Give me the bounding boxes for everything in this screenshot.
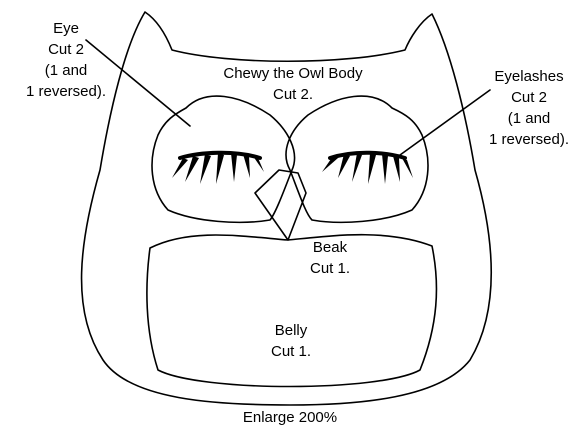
- belly-shape: [147, 235, 437, 387]
- belly-label-line-2: Cut 1.: [256, 341, 326, 362]
- eyelashes-label-line-4: 1 reversed).: [475, 129, 583, 150]
- enlarge-note: Enlarge 200%: [200, 407, 380, 428]
- eyelashes-label-line-3: (1 and: [475, 108, 583, 129]
- belly-label-line-1: Belly: [256, 320, 326, 341]
- eye-label-line-1: Eye: [16, 18, 116, 39]
- eyelashes-label-line-2: Cut 2: [475, 87, 583, 108]
- body-label: Chewy the Owl Body Cut 2.: [188, 63, 398, 105]
- eye-label: Eye Cut 2 (1 and 1 reversed).: [16, 18, 116, 102]
- left-eye-shape: [152, 96, 295, 222]
- beak-shape: [255, 170, 306, 240]
- beak-label-line-2: Cut 1.: [300, 258, 360, 279]
- belly-label: Belly Cut 1.: [256, 320, 326, 362]
- eyelashes-label: Eyelashes Cut 2 (1 and 1 reversed).: [475, 66, 583, 150]
- beak-label: Beak Cut 1.: [300, 237, 360, 279]
- beak-label-line-1: Beak: [300, 237, 360, 258]
- eye-label-line-3: (1 and: [16, 60, 116, 81]
- body-label-line-1: Chewy the Owl Body: [188, 63, 398, 84]
- eye-label-line-4: 1 reversed).: [16, 81, 116, 102]
- eye-label-line-2: Cut 2: [16, 39, 116, 60]
- body-label-line-2: Cut 2.: [188, 84, 398, 105]
- eyelashes-label-line-1: Eyelashes: [475, 66, 583, 87]
